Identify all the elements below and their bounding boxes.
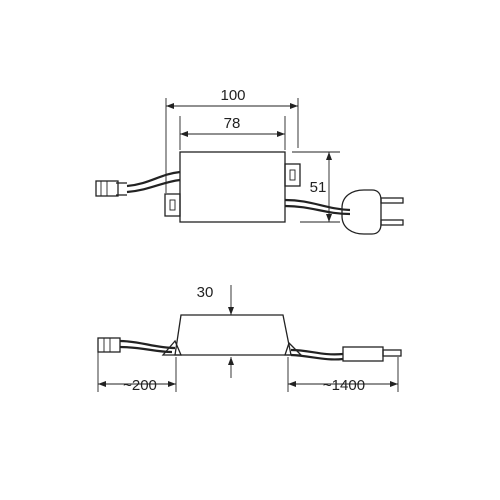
mounting-tab-right: [284, 163, 301, 187]
plug-pin-side: [382, 349, 402, 357]
housing-top: [179, 151, 286, 223]
dimension-body-depth: 51: [292, 151, 340, 223]
dimension-overall-width: 100: [165, 87, 299, 193]
dimension-cable-left: ~200: [97, 352, 177, 394]
dimension-label-cable-left: ~200: [123, 377, 157, 394]
dimension-label-height: 30: [197, 284, 214, 301]
dimension-label-cable-right: ~1400: [323, 377, 365, 394]
dimension-label-body-depth: 51: [310, 179, 327, 196]
low-voltage-connector-side: [97, 337, 121, 353]
right-cable-top: [284, 198, 351, 216]
plug-pin-upper: [380, 197, 404, 204]
low-voltage-connector-top: [95, 180, 119, 197]
dimension-height: 30: [197, 284, 234, 378]
top-view: 100 78 51: [95, 87, 404, 235]
left-cable-top: [116, 170, 181, 196]
plug-pin-lower: [380, 219, 404, 226]
dimension-body-width: 78: [179, 115, 286, 150]
mounting-tab-left: [164, 193, 181, 217]
left-cable-side: [119, 339, 176, 354]
dimension-cable-right: ~1400: [287, 357, 399, 394]
dimension-label-overall-width: 100: [220, 87, 245, 104]
dimension-label-body-width: 78: [224, 115, 241, 132]
right-cable-side: [290, 348, 344, 361]
side-view: 30: [97, 284, 402, 394]
mains-plug-side: [342, 346, 402, 362]
housing-side: [174, 314, 292, 356]
mains-plug-top: [341, 189, 404, 235]
